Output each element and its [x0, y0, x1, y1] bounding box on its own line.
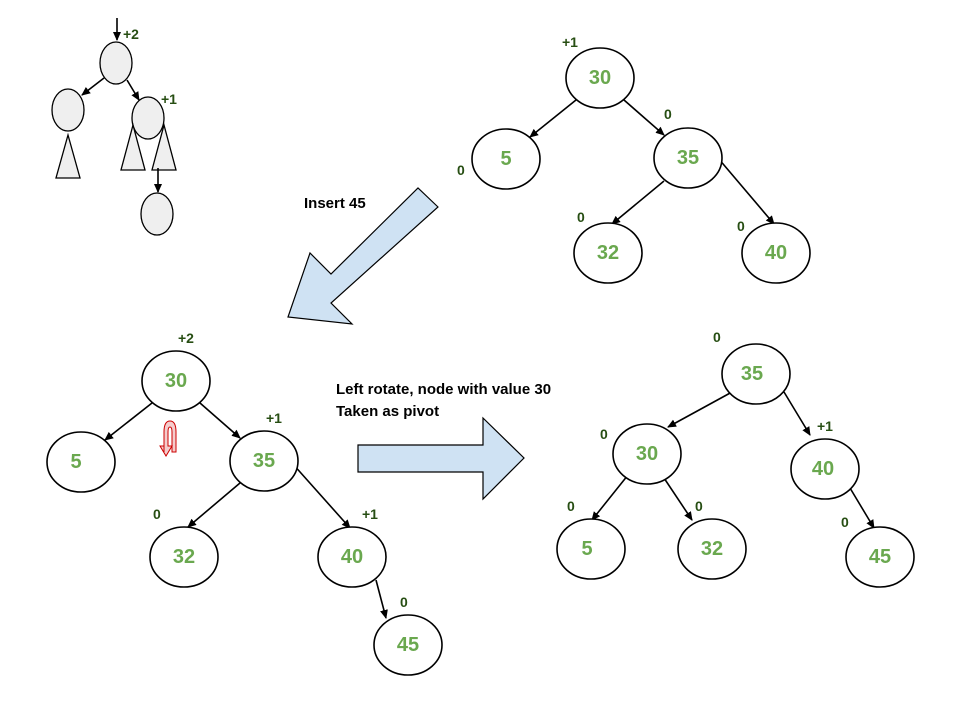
rotation-icon	[159, 420, 177, 457]
node-value: 35	[253, 450, 275, 472]
node-value: 45	[869, 546, 891, 568]
schematic-edge-root-right	[126, 79, 140, 101]
schematic-root-balance: +2	[123, 26, 139, 42]
rotate-caption-line1: Left rotate, node with value 30	[336, 381, 551, 398]
tree-node	[229, 430, 299, 492]
edge-30-5	[529, 99, 577, 138]
schematic-left-node	[51, 88, 85, 132]
edge-40-45	[846, 482, 875, 529]
node-value: 40	[341, 546, 363, 568]
schematic-right-node	[131, 96, 165, 140]
balance-factor: 0	[457, 162, 465, 178]
edge-35-40	[783, 391, 811, 436]
schematic-right-balance: +1	[161, 91, 177, 107]
schematic-right-right-subtree	[151, 122, 177, 171]
balance-factor: 0	[600, 426, 608, 442]
schematic-new-node	[140, 192, 174, 236]
insert-label: Insert 45	[304, 195, 366, 212]
edge-35-32	[187, 482, 241, 528]
balance-factor: +2	[178, 330, 194, 346]
edge-35-32	[611, 180, 665, 225]
balance-factor: +1	[266, 410, 282, 426]
tree-node	[721, 343, 791, 405]
schematic-left-subtree	[55, 132, 81, 179]
balance-factor: +1	[362, 506, 378, 522]
edge-30-5	[591, 474, 629, 521]
node-value: 5	[500, 148, 511, 170]
node-value: 45	[397, 634, 419, 656]
balance-factor: 0	[567, 498, 575, 514]
node-value: 35	[741, 363, 763, 385]
tree-node	[790, 438, 860, 500]
node-value: 40	[765, 242, 787, 264]
node-value: 5	[70, 451, 81, 473]
tree-node	[845, 526, 915, 588]
node-value: 32	[597, 242, 619, 264]
tree-unbalanced: 30 +2 5 35 +1 32 0 40 +1 45 0	[46, 330, 443, 676]
insert-arrow	[287, 187, 439, 325]
tree-node	[149, 526, 219, 588]
edge-40-45	[375, 579, 388, 619]
rotate-caption-line2: Taken as pivot	[336, 403, 439, 420]
tree-node	[471, 128, 541, 190]
balance-factor: 0	[153, 506, 161, 522]
node-value: 40	[812, 458, 834, 480]
edge-30-35	[199, 402, 241, 439]
edge-35-30	[667, 391, 733, 428]
node-value: 32	[701, 538, 723, 560]
schematic-root-node	[99, 41, 133, 85]
tree-node	[565, 47, 635, 109]
schematic-edge-root-left	[81, 77, 105, 96]
tree-node	[317, 526, 387, 588]
schematic-right-left-subtree	[120, 122, 146, 171]
tree-node	[373, 614, 443, 676]
balance-factor: 0	[695, 498, 703, 514]
tree-node	[141, 350, 211, 412]
tree-node	[741, 222, 811, 284]
balance-factor: +1	[562, 34, 578, 50]
tree-balanced: 35 0 30 0 40 +1 5 0 32 0 45 0	[556, 329, 915, 588]
tree-node	[573, 222, 643, 284]
tree-node	[677, 518, 747, 580]
schematic-tree: +2 +1	[51, 18, 177, 236]
tree-node	[653, 127, 723, 189]
rotate-arrow	[357, 416, 525, 501]
edge-35-40	[717, 157, 775, 225]
tree-node	[556, 518, 626, 580]
node-value: 32	[173, 546, 195, 568]
balance-factor: 0	[400, 594, 408, 610]
tree-initial: 30 +1 5 0 35 0 32 0 40 0	[457, 34, 811, 284]
tree-node	[46, 431, 116, 493]
balance-factor: 0	[737, 218, 745, 234]
balance-factor: 0	[664, 106, 672, 122]
balance-factor: 0	[841, 514, 849, 530]
tree-node	[612, 423, 682, 485]
node-value: 35	[677, 147, 699, 169]
edge-30-32	[661, 474, 693, 521]
edge-30-5	[104, 402, 153, 441]
node-value: 30	[636, 443, 658, 465]
balance-factor: 0	[713, 329, 721, 345]
balance-factor: 0	[577, 209, 585, 225]
node-value: 30	[589, 67, 611, 89]
edge-30-35	[623, 99, 665, 136]
node-value: 30	[165, 370, 187, 392]
balance-factor: +1	[817, 418, 833, 434]
node-value: 5	[581, 538, 592, 560]
edge-35-40	[291, 462, 351, 529]
